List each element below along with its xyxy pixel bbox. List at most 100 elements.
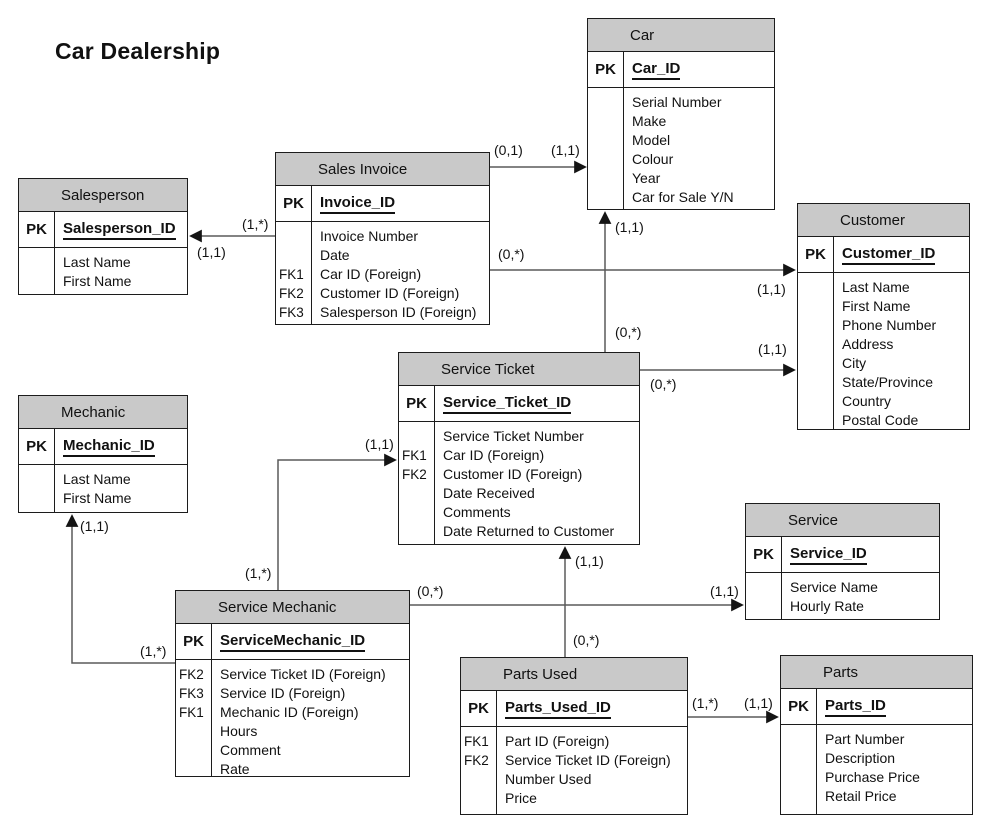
fk-label xyxy=(798,297,833,316)
pk-cell: PK xyxy=(176,624,212,659)
fk-label xyxy=(588,169,623,188)
cardinality-label: (1,*) xyxy=(245,565,272,581)
cardinality-label: (0,1) xyxy=(494,142,523,158)
fk-label xyxy=(798,278,833,297)
cardinality-label: (1,1) xyxy=(758,341,787,357)
attribute-name: First Name xyxy=(63,490,132,506)
entity-title: Service xyxy=(746,504,939,537)
attribute-name: Description xyxy=(825,750,896,766)
pk-name-wrap: Invoice_ID xyxy=(312,186,396,221)
fk-label: FK3 xyxy=(179,686,204,701)
pk-attribute-name: Customer_ID xyxy=(842,245,936,265)
attribute-name: Postal Code xyxy=(842,412,919,428)
pk-name-wrap: Service_ID xyxy=(782,537,867,572)
fk-label xyxy=(746,597,781,616)
pk-cell: PK xyxy=(588,52,624,87)
fk-label xyxy=(781,768,816,787)
fk-key-column xyxy=(746,573,782,619)
pk-name-wrap: Salesperson_ID xyxy=(55,212,176,247)
fk-label xyxy=(276,227,311,246)
cardinality-label: (1,1) xyxy=(575,553,604,569)
attribute-name: Hourly Rate xyxy=(790,598,864,614)
fk-label xyxy=(588,93,623,112)
cardinality-label: (1,1) xyxy=(365,436,394,452)
fk-label xyxy=(798,335,833,354)
pk-cell: PK xyxy=(781,689,817,724)
attribute-name: City xyxy=(842,355,867,371)
attribute-name: Service Ticket ID (Foreign) xyxy=(220,666,386,682)
attribute-name: Car ID (Foreign) xyxy=(443,447,545,463)
attribute-name: Date Received xyxy=(443,485,535,501)
pk-attribute-name: Parts_ID xyxy=(825,697,886,717)
pk-cell: PK xyxy=(746,537,782,572)
primary-key-row: PK Customer_ID xyxy=(798,237,969,273)
entity-title: Parts Used xyxy=(461,658,687,691)
pk-attribute-name: Service_ID xyxy=(790,545,867,565)
fk-label xyxy=(798,316,833,335)
fk-label xyxy=(461,789,496,808)
entity-title: Customer xyxy=(798,204,969,237)
fk-label xyxy=(399,522,434,541)
fk-label xyxy=(588,112,623,131)
pk-cell: PK xyxy=(798,237,834,272)
pk-attribute-name: Service_Ticket_ID xyxy=(443,394,572,414)
attribute-name: Model xyxy=(632,132,671,148)
fk-label xyxy=(399,427,434,446)
entity-title: Service Mechanic xyxy=(176,591,409,624)
fk-label: FK1 xyxy=(464,734,489,749)
attribute-name: Customer ID (Foreign) xyxy=(443,466,583,482)
fk-label xyxy=(19,470,54,489)
attribute-name: Service ID (Foreign) xyxy=(220,685,346,701)
attribute-name: Car for Sale Y/N xyxy=(632,189,734,205)
pk-cell: PK xyxy=(19,429,55,464)
attribute-name: Colour xyxy=(632,151,674,167)
fk-label xyxy=(19,253,54,272)
cardinality-label: (0,*) xyxy=(650,376,677,392)
attribute-name: Salesperson ID (Foreign) xyxy=(320,304,477,320)
pk-attribute-name: ServiceMechanic_ID xyxy=(220,632,366,652)
fk-label: FK1 xyxy=(279,267,304,282)
entity-title: Sales Invoice xyxy=(276,153,489,186)
page-title: Car Dealership xyxy=(55,38,221,64)
attribute-name: State/Province xyxy=(842,374,934,390)
cardinality-label: (1,*) xyxy=(242,216,269,232)
attribute-name: First Name xyxy=(63,273,132,289)
fk-label xyxy=(399,503,434,522)
attribute-name: Comments xyxy=(443,504,511,520)
fk-label xyxy=(399,484,434,503)
entity-title: Service Ticket xyxy=(399,353,639,386)
pk-name-wrap: Customer_ID xyxy=(834,237,936,272)
attribute-name: Make xyxy=(632,113,667,129)
fk-key-column xyxy=(781,725,817,814)
relationship-line-service-mechanic-to-mechanic xyxy=(65,514,175,664)
attribute-name: Part ID (Foreign) xyxy=(505,733,610,749)
cardinality-label: (1,1) xyxy=(615,219,644,235)
fk-label xyxy=(746,578,781,597)
fk-label xyxy=(798,373,833,392)
attribute-name: Car ID (Foreign) xyxy=(320,266,422,282)
pk-name-wrap: ServiceMechanic_ID xyxy=(212,624,366,659)
pk-attribute-name: Invoice_ID xyxy=(320,194,396,214)
